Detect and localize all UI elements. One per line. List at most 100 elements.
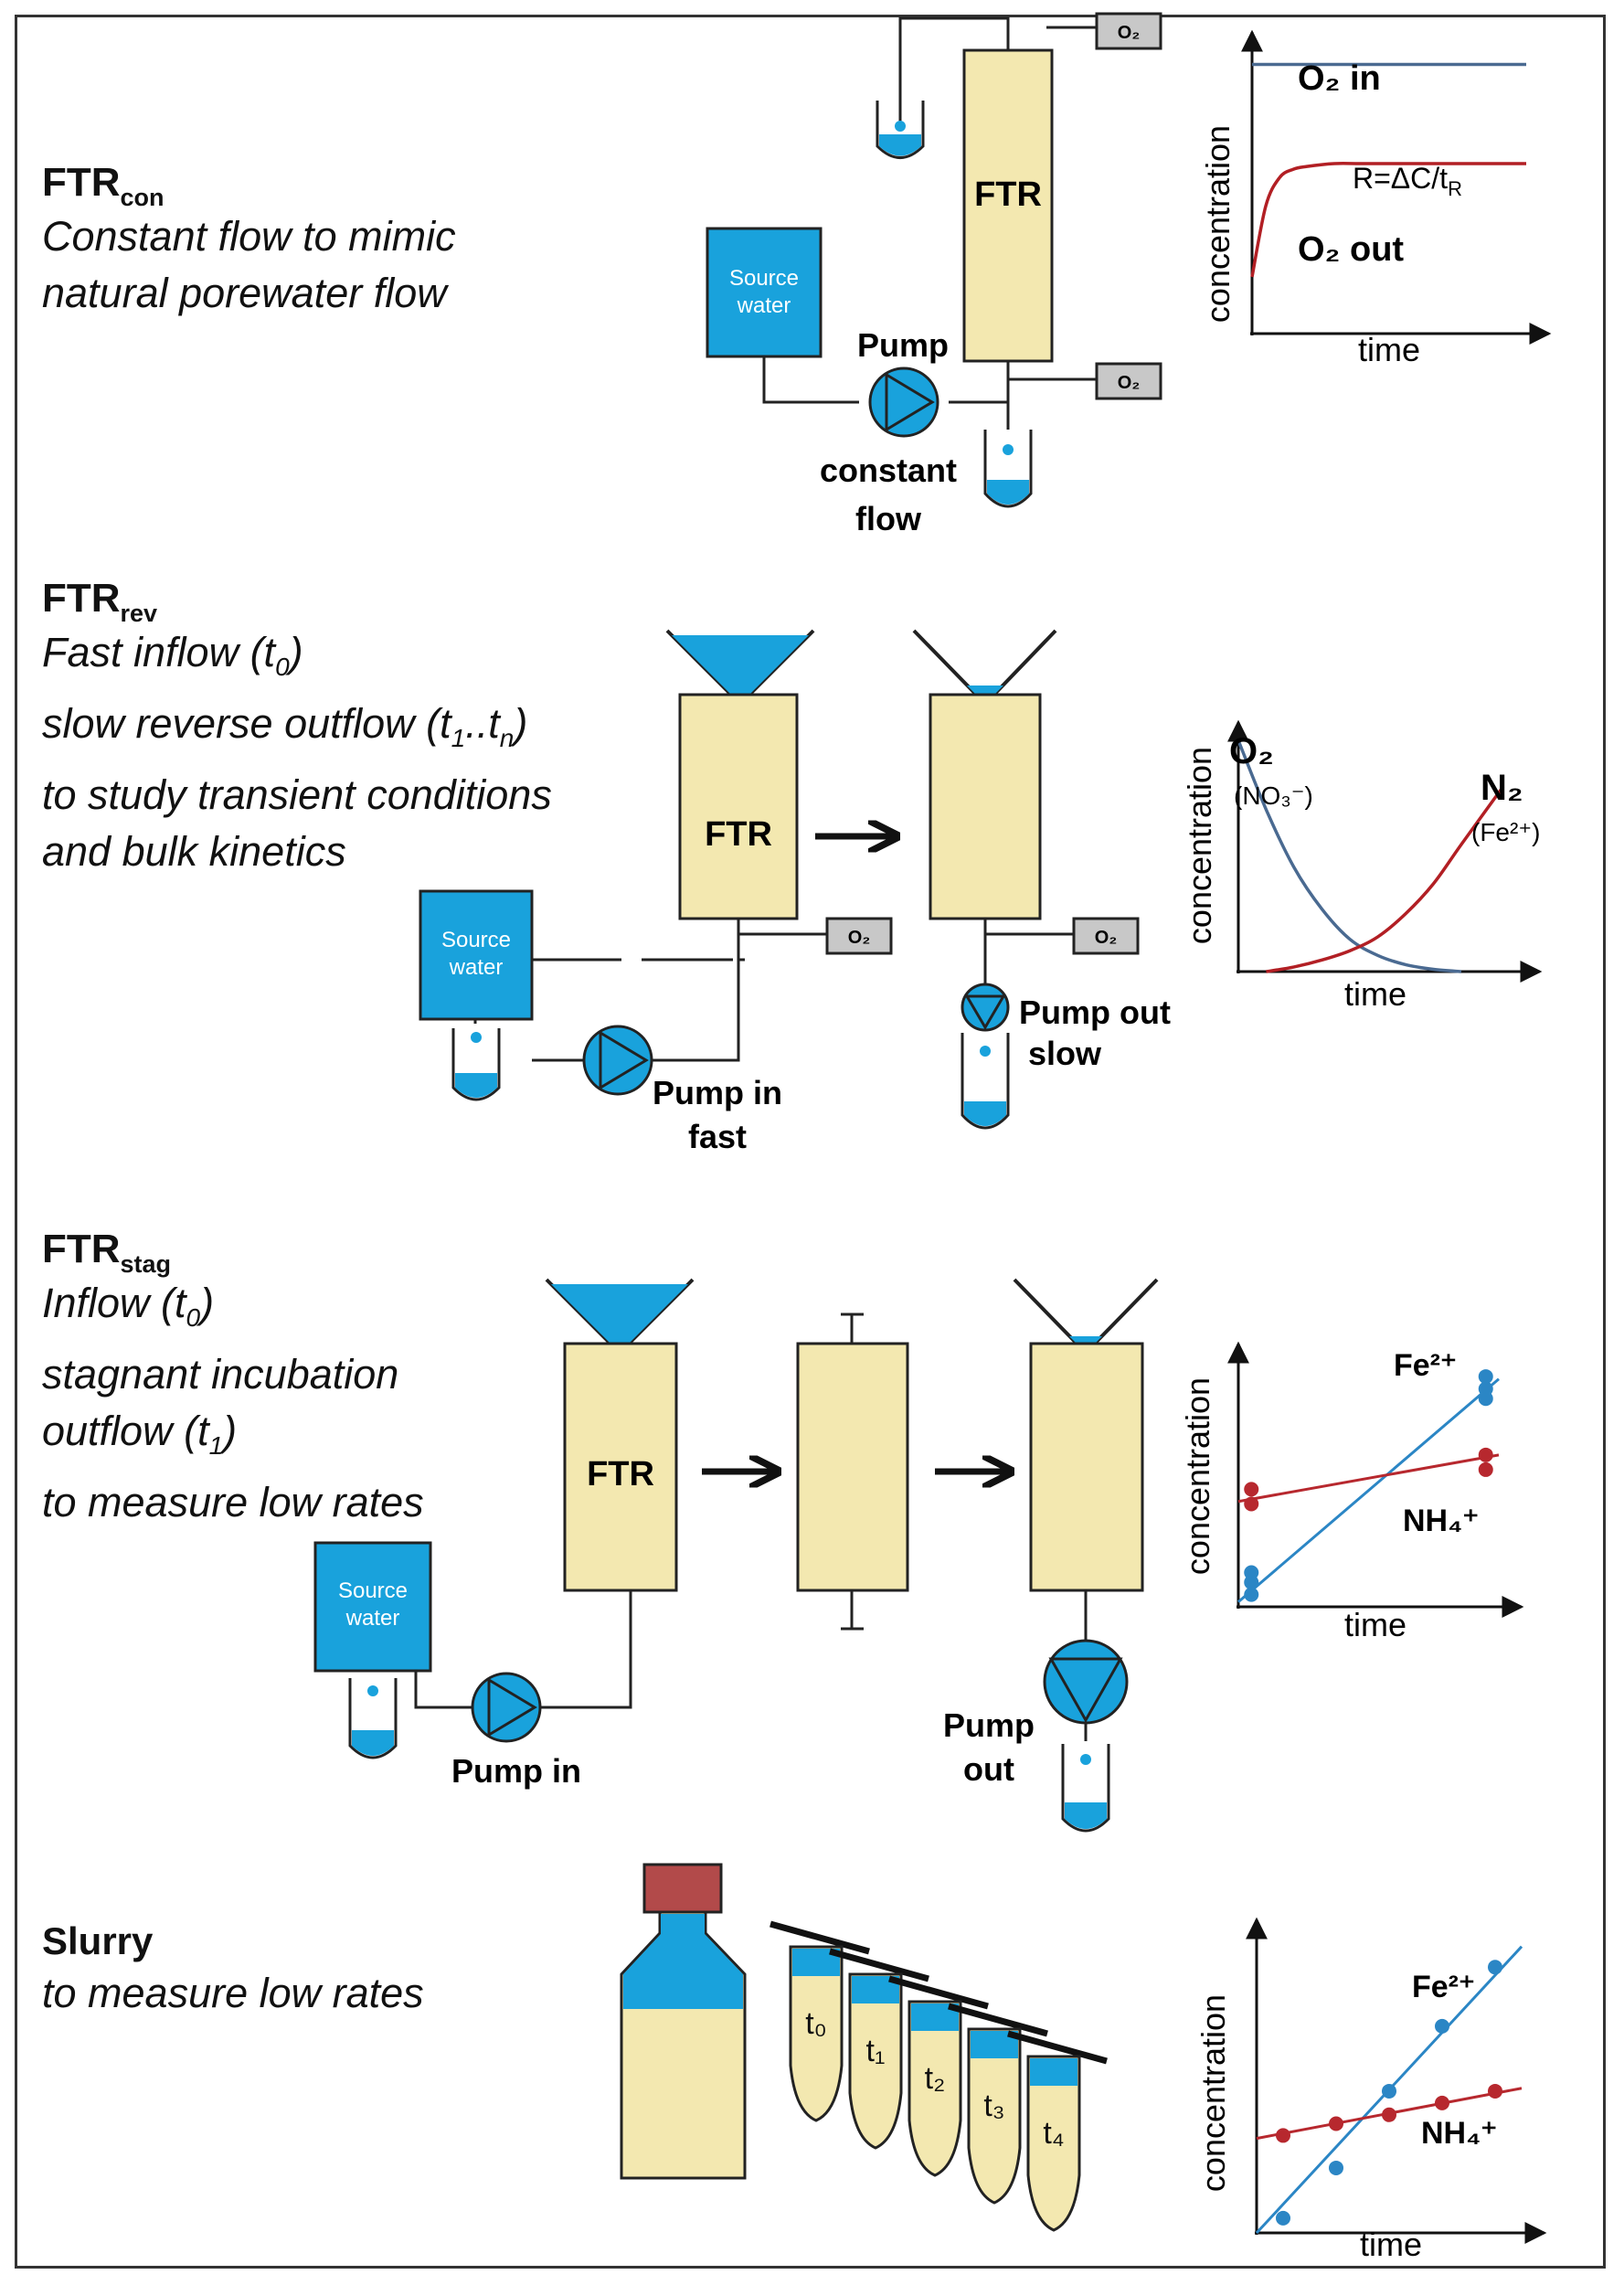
slurry-bottle-icon <box>620 1863 747 2180</box>
pump-in-icon <box>471 1672 542 1743</box>
ftr-rev-column-label: FTR <box>705 815 772 854</box>
tube-time-label: t₃ <box>983 2088 1004 2123</box>
source-water-label: water <box>737 293 791 318</box>
funnel-water <box>672 635 809 704</box>
o2-sensor-icon <box>1095 362 1162 400</box>
data-point <box>1244 1496 1259 1512</box>
ftr-con-column-label: FTR <box>974 175 1042 214</box>
pump-out-label: Pump <box>943 1706 1035 1744</box>
chart-o2-constant-flow <box>1241 29 1552 345</box>
o2-sensor-label: O₂ <box>1095 928 1117 948</box>
x-axis-label: time <box>1344 975 1406 1013</box>
source-water-tank <box>706 227 823 358</box>
series-line-1 <box>1250 162 1526 278</box>
data-point <box>1488 2083 1502 2099</box>
series-sublabel-no3: (NO₃⁻) <box>1234 781 1313 810</box>
data-point <box>1244 1565 1259 1580</box>
data-point <box>1276 2210 1290 2226</box>
data-point <box>1382 2083 1396 2099</box>
ftr-stag-title: FTRstag <box>42 1227 172 1278</box>
o2-sensor-icon <box>1072 917 1140 955</box>
sealed-column <box>796 1313 909 1631</box>
slurry-sample-tubes: t₀ t₁ t₂ t₃ t₄ <box>770 1920 1108 2232</box>
sample-tube <box>848 1972 903 2150</box>
sample-tube-icon <box>961 1033 1010 1130</box>
data-point <box>1488 1960 1502 1975</box>
pump-out-speed-label: slow <box>1028 1035 1102 1072</box>
data-point <box>1329 2116 1343 2131</box>
tube-time-label: t₂ <box>925 2061 946 2096</box>
source-water-label: water <box>449 955 504 980</box>
o2-sensor-label: O₂ <box>848 928 870 948</box>
x-axis-label: time <box>1344 1606 1406 1643</box>
data-point <box>1382 2107 1396 2122</box>
series-line-1 <box>1266 785 1505 973</box>
ftr-stag-column <box>563 1342 678 1592</box>
data-point <box>1329 2160 1343 2175</box>
tube-lid <box>829 1948 929 1982</box>
series-label-n2: N₂ <box>1481 768 1523 808</box>
chart-fe-nh4-stagnant <box>1227 1341 1524 1618</box>
ftr-con-column <box>962 48 1054 363</box>
ftr-stag-description: Inflow (t0) stagnant incubation outflow … <box>42 1280 424 1525</box>
pump-icon <box>868 367 939 438</box>
figure-frame <box>15 15 1606 2269</box>
ftr-rev-column-after <box>929 693 1042 920</box>
data-point <box>1478 1369 1493 1385</box>
chart-o2-n2-transient <box>1227 719 1543 983</box>
data-point <box>1435 2018 1449 2034</box>
sample-tube-icon <box>983 430 1033 508</box>
pump-in-speed-label: fast <box>688 1118 747 1155</box>
pump-in-icon <box>582 1025 653 1096</box>
sample-tube <box>967 2027 1022 2205</box>
y-axis-label: concentration <box>1179 1377 1216 1575</box>
chart-fe-nh4-slurry <box>1246 1917 1547 2244</box>
sample-tube <box>1026 2055 1081 2232</box>
y-axis-label: concentration <box>1181 747 1218 944</box>
data-point <box>1244 1587 1259 1602</box>
source-water-label: Source <box>338 1578 408 1603</box>
y-axis-label: concentration <box>1199 125 1237 323</box>
series-label-o2-in: O₂ in <box>1298 59 1381 98</box>
ftr-con-setup <box>762 16 1097 430</box>
source-water-tank <box>419 889 534 1021</box>
constant-flow-label: flow <box>855 500 922 537</box>
series-sublabel-fe: (Fe²⁺) <box>1471 818 1540 846</box>
sample-tube-icon <box>348 1678 398 1759</box>
pump-out-label: Pump out <box>1019 994 1171 1031</box>
o2-sensor-label: O₂ <box>1118 373 1140 393</box>
o2-sensor-label: O₂ <box>1118 23 1140 43</box>
sample-tube-icon <box>451 1028 501 1101</box>
tube-time-label: t₁ <box>866 2034 886 2068</box>
data-point <box>1478 1381 1493 1397</box>
o2-sensor-icon <box>825 917 893 955</box>
ftr-rev-title: FTRrev <box>42 576 158 627</box>
ftr-rev-description: Fast inflow (t0) slow reverse outflow (t… <box>42 629 552 875</box>
source-water-label: Source <box>729 266 799 291</box>
tube-water <box>1030 2058 1077 2086</box>
data-point <box>1478 1461 1493 1477</box>
constant-flow-label: constant <box>820 452 957 489</box>
series-label-nh4: NH₄⁺ <box>1403 1504 1479 1538</box>
data-point <box>1276 2128 1290 2143</box>
rate-equation-label: R=ΔC/tR <box>1353 162 1462 200</box>
sample-tube-icon <box>876 101 925 159</box>
series-label-o2-out: O₂ out <box>1298 230 1404 269</box>
data-point <box>1435 2095 1449 2110</box>
tube-lid <box>770 1920 870 1955</box>
ftr-stag-column-after <box>1029 1342 1144 1592</box>
pump-out-icon <box>1043 1639 1129 1725</box>
tube-lid <box>948 2003 1048 2037</box>
trend-line-0 <box>1237 1377 1500 1603</box>
source-water-label: water <box>345 1606 400 1631</box>
tube-time-label: t₀ <box>805 2006 827 2041</box>
ftr-con-title: FTRcon <box>42 160 165 211</box>
tube-lid <box>1007 2030 1108 2065</box>
series-label-fe: Fe²⁺ <box>1394 1348 1457 1383</box>
tube-time-label: t₄ <box>1043 2116 1064 2151</box>
source-water-tank <box>313 1541 432 1673</box>
x-axis-label: time <box>1358 331 1420 368</box>
y-axis-label: concentration <box>1194 1994 1232 2192</box>
funnel-water <box>551 1284 688 1353</box>
slurry-title: Slurry <box>42 1919 154 1962</box>
